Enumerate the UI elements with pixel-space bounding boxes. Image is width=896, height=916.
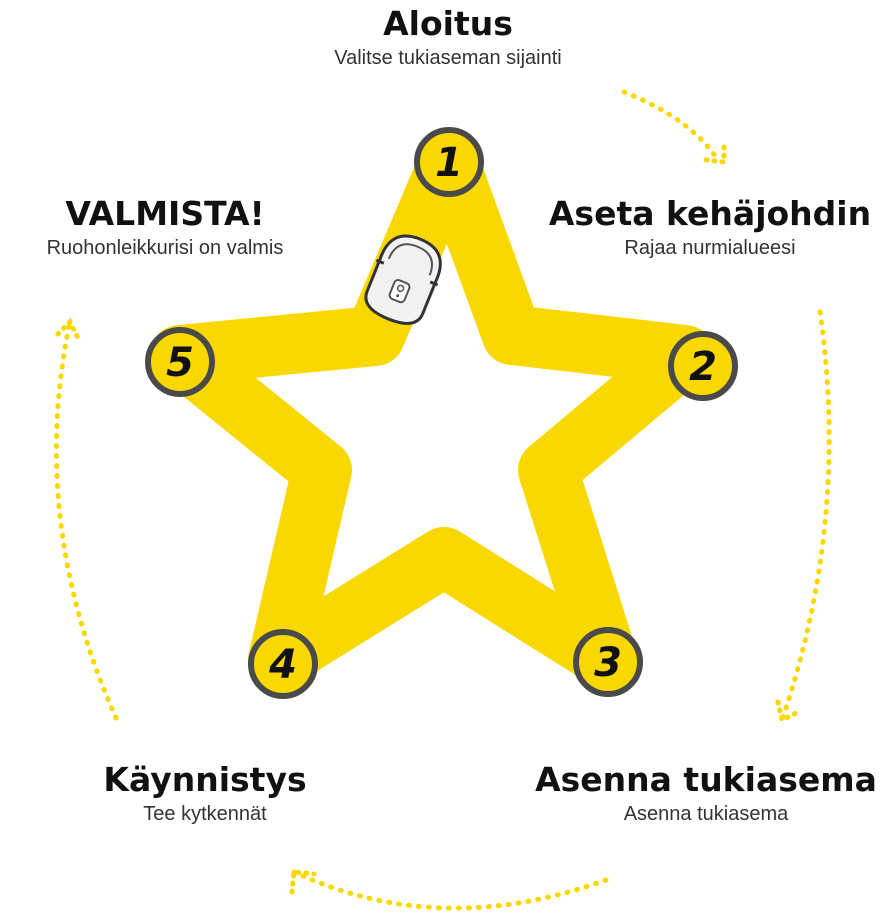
step-asenna-tukiasema: Asenna tukiasema Asenna tukiasema: [520, 760, 892, 826]
arrowhead-3: [289, 869, 317, 895]
arrow-1-to-2: [621, 89, 721, 163]
step-subtitle: Valitse tukiaseman sijainti: [334, 47, 562, 70]
arrow-4-to-5: [53, 319, 119, 721]
step-circle-2: 2: [668, 331, 738, 401]
step-kaynnistys: Käynnistys Tee kytkennät: [60, 760, 350, 826]
step-title: Aloitus: [383, 4, 513, 43]
step-number-1: 1: [435, 140, 463, 186]
step-circle-4: 4: [248, 629, 318, 699]
arrowhead-1: [703, 142, 727, 165]
step-title: Aseta kehäjohdin: [548, 194, 872, 233]
step-circle-3: 3: [573, 627, 643, 697]
arrow-3-to-4: [291, 869, 609, 911]
step-aloitus: Aloitus Valitse tukiaseman sijainti: [248, 4, 648, 70]
arrowheads: [55, 142, 801, 895]
arrow-2-to-3: [779, 309, 832, 723]
step-number-3: 3: [594, 640, 622, 686]
step-circle-5: 5: [145, 327, 215, 397]
step-number-5: 5: [166, 340, 194, 386]
step-title: VALMISTA!: [65, 194, 265, 233]
step-number-4: 4: [268, 642, 297, 688]
step-subtitle: Tee kytkennät: [143, 803, 267, 826]
arrowhead-4: [55, 317, 81, 341]
step-valmista: VALMISTA! Ruohonleikkurisi on valmis: [0, 194, 330, 260]
step-subtitle: Rajaa nurmialueesi: [624, 237, 796, 260]
dotted-arrows: [53, 89, 832, 911]
star-path: [150, 132, 715, 690]
step-subtitle: Ruohonleikkurisi on valmis: [46, 237, 284, 260]
arrowhead-2: [775, 699, 801, 724]
step-number-2: 2: [689, 344, 717, 390]
step-subtitle: Asenna tukiasema: [623, 803, 789, 826]
step-title: Käynnistys: [103, 760, 307, 799]
robot-mower-icon: [364, 234, 442, 325]
step-circle-1: 1: [414, 127, 484, 197]
step-aseta-kehajohdin: Aseta kehäjohdin Rajaa nurmialueesi: [530, 194, 890, 260]
step-title: Asenna tukiasema: [535, 760, 877, 799]
